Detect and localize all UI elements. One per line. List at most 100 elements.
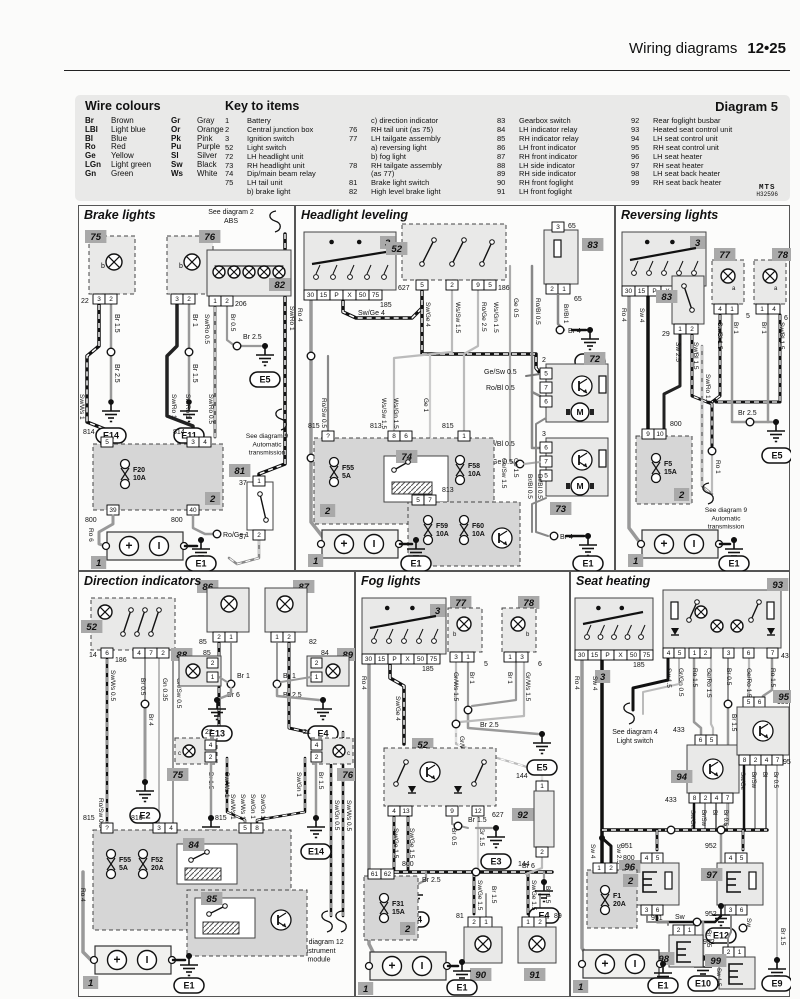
svg-text:Br 1: Br 1 [191, 314, 198, 327]
wire-label: 85 [199, 639, 207, 646]
diode-icon [767, 628, 775, 636]
svg-text:82: 82 [309, 639, 317, 646]
wire [692, 657, 703, 736]
svg-text:30: 30 [307, 292, 315, 299]
svg-text:9: 9 [450, 808, 454, 815]
svg-text:transmission: transmission [708, 524, 745, 531]
svg-text:4: 4 [169, 825, 173, 832]
bulb-icon [212, 265, 226, 279]
ground-tag: E1 [185, 555, 217, 572]
wire [225, 756, 247, 826]
terminal-block: 5 [415, 279, 429, 291]
wire-label: b [526, 632, 530, 638]
key-item-number: 74 [225, 169, 234, 179]
component-box [401, 223, 507, 281]
wire-label: Sw/Ge [739, 772, 745, 791]
svg-text:14: 14 [89, 652, 97, 659]
component-badge: 52 [81, 620, 103, 633]
bulb-icon [332, 744, 346, 758]
svg-text:Sw/Bl 1.5: Sw/Bl 1.5 [778, 322, 785, 350]
actuator-icon [571, 449, 593, 471]
svg-text:83: 83 [587, 240, 598, 251]
wire-label: Br 2.5 [283, 692, 302, 699]
component-badge: 2 [623, 874, 639, 887]
svg-text:800: 800 [171, 517, 183, 524]
svg-text:Sw/Ge 4: Sw/Ge 4 [394, 696, 401, 721]
wire-label: Sw/Ro 0.5 [203, 314, 210, 344]
wire-label: 6 [784, 315, 788, 322]
wire [714, 313, 782, 404]
wire-label: 800 [171, 517, 183, 524]
key-item-label: RH side indicator [519, 169, 577, 179]
wire-label: a [774, 286, 778, 292]
svg-text:814: 814 [83, 429, 95, 436]
svg-text:77: 77 [719, 250, 730, 261]
wire-label: 952 [705, 911, 717, 918]
svg-text:4: 4 [209, 742, 213, 749]
key-item-label: Brake light switch [371, 178, 430, 188]
svg-text:2: 2 [209, 494, 216, 505]
svg-text:15: 15 [638, 288, 646, 295]
connector-ring [666, 825, 676, 835]
svg-text:Gn/Sw 0.5: Gn/Sw 0.5 [175, 678, 182, 709]
switch-contact [479, 239, 495, 267]
svg-text:20A: 20A [613, 901, 626, 908]
svg-text:Ro/Sw 0.5: Ro/Sw 0.5 [320, 398, 327, 428]
key-item-label: RH tailgate assembly [371, 160, 442, 170]
svg-text:800: 800 [402, 861, 414, 868]
wire-label: Br 0.5 [139, 678, 146, 696]
svg-text:Br 0.5: Br 0.5 [772, 772, 778, 789]
wire-label: Br 6 [227, 692, 240, 699]
svg-text:52: 52 [417, 740, 428, 751]
svg-text:Br 1: Br 1 [468, 672, 475, 684]
svg-text:?: ? [326, 433, 330, 440]
component-badge: 99 [705, 954, 727, 967]
wire [508, 264, 518, 466]
svg-text:52: 52 [86, 622, 97, 633]
svg-text:X: X [405, 656, 410, 663]
wire-label: Ro 4 [360, 676, 367, 690]
svg-text:Br 6: Br 6 [227, 692, 240, 699]
svg-text:85: 85 [199, 639, 207, 646]
wire-label: Sw 4 [591, 676, 598, 691]
bulb-icon [97, 604, 113, 620]
terminal-block: 4 [204, 739, 217, 751]
svg-text:2: 2 [704, 650, 708, 657]
wire-label: Br/Sw [750, 772, 756, 789]
wire-colour-abbr: Pu [171, 142, 182, 152]
wire-label: Br 1 [191, 314, 198, 327]
svg-text:Br 4: Br 4 [568, 328, 581, 335]
component-badge: 3 [430, 604, 446, 617]
svg-text:1: 1 [466, 654, 470, 661]
svg-text:9: 9 [476, 282, 480, 289]
svg-text:Sw/Ro 1: Sw/Ro 1 [288, 306, 295, 331]
wire-label: b [179, 263, 183, 270]
key-item-number: 96 [631, 151, 640, 161]
component-badge: 1 [308, 554, 324, 567]
ground-tag: E9 [761, 975, 791, 992]
svg-text:6: 6 [656, 907, 660, 914]
ground-icon [712, 903, 730, 927]
key-item-label: High level brake light [371, 187, 441, 197]
svg-text:81: 81 [456, 913, 464, 920]
svg-text:Br 4: Br 4 [560, 534, 573, 541]
svg-text:Sw/Ge 1.5: Sw/Ge 1.5 [392, 828, 399, 859]
svg-text:6: 6 [740, 907, 744, 914]
wire [709, 657, 715, 736]
